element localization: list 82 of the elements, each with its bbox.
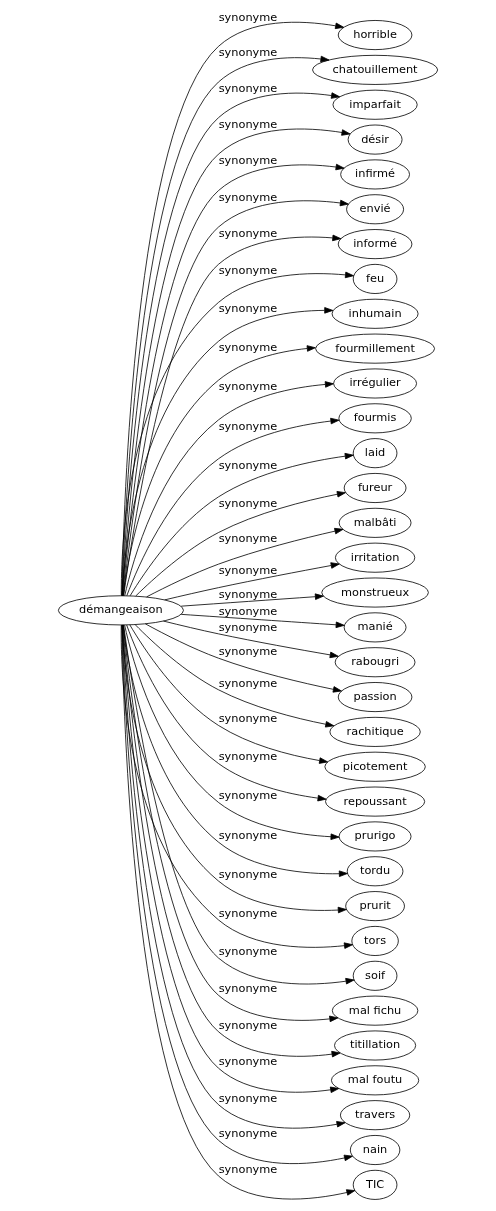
arrow bbox=[124, 624, 340, 840]
node-ellipse: horrible bbox=[337, 20, 413, 51]
arrow bbox=[163, 620, 339, 659]
node-ellipse: envié bbox=[346, 194, 404, 225]
edge-label: synonyme bbox=[218, 1017, 278, 1032]
edge-label: synonyme bbox=[218, 788, 278, 803]
node-ellipse: désir bbox=[347, 124, 403, 155]
edge-label: synonyme bbox=[218, 828, 278, 843]
node-ellipse: démangeaison bbox=[57, 595, 184, 626]
node-ellipse: rabougri bbox=[334, 647, 416, 678]
edge-label: synonyme bbox=[218, 905, 278, 920]
edge-label: synonyme bbox=[218, 981, 278, 996]
edge-label: synonyme bbox=[218, 153, 278, 168]
node-ellipse: tordu bbox=[346, 856, 404, 887]
arrow bbox=[121, 307, 334, 596]
edge-label: synonyme bbox=[218, 866, 278, 881]
node-ellipse: picotement bbox=[324, 751, 426, 782]
edge-label: synonyme bbox=[218, 1054, 278, 1069]
edge-label: synonyme bbox=[218, 603, 278, 618]
arrow bbox=[180, 593, 324, 607]
node-ellipse: TIC bbox=[352, 1169, 398, 1200]
node-ellipse: nain bbox=[349, 1135, 401, 1165]
edge-label: synonyme bbox=[218, 418, 278, 433]
node-ellipse: fourmillement bbox=[315, 333, 435, 364]
arrow bbox=[135, 624, 335, 728]
node-ellipse: rachitique bbox=[329, 716, 421, 747]
edge-label: synonyme bbox=[218, 263, 278, 278]
arrow bbox=[120, 271, 354, 596]
node-ellipse: manié bbox=[343, 612, 407, 643]
arrow bbox=[129, 624, 329, 764]
node-ellipse: monstrueux bbox=[321, 577, 429, 608]
node-ellipse: passion bbox=[337, 682, 413, 713]
arrow bbox=[146, 527, 344, 598]
node-ellipse: irritation bbox=[335, 542, 416, 573]
edge-label: synonyme bbox=[218, 1161, 278, 1176]
arrow bbox=[124, 381, 334, 597]
edge-label: synonyme bbox=[218, 45, 278, 60]
edge-label: synonyme bbox=[218, 116, 278, 131]
edge-label: synonyme bbox=[218, 711, 278, 726]
edge-label: synonyme bbox=[218, 749, 278, 764]
node-ellipse: fourmis bbox=[338, 403, 412, 434]
node-ellipse: fureur bbox=[343, 473, 407, 503]
edge-label: synonyme bbox=[218, 225, 278, 240]
node-ellipse: prurigo bbox=[338, 821, 412, 852]
edge-label: synonyme bbox=[218, 586, 278, 601]
edge-label: synonyme bbox=[218, 189, 278, 204]
node-ellipse: travers bbox=[340, 1100, 411, 1131]
node-ellipse: irrégulier bbox=[333, 368, 417, 399]
edge-label: synonyme bbox=[218, 619, 278, 634]
node-ellipse: prurit bbox=[345, 891, 405, 922]
arrow bbox=[144, 623, 342, 693]
node-ellipse: inhumain bbox=[331, 298, 419, 329]
edge-label: synonyme bbox=[218, 301, 278, 316]
edge-label: synonyme bbox=[218, 531, 278, 546]
node-ellipse: feu bbox=[352, 263, 398, 294]
node-ellipse: titillation bbox=[334, 1030, 417, 1061]
edge-label: synonyme bbox=[218, 1126, 278, 1141]
edge-label: synonyme bbox=[218, 943, 278, 958]
arrow bbox=[126, 624, 327, 802]
node-ellipse: malbâti bbox=[338, 507, 412, 538]
edge-label: synonyme bbox=[218, 644, 278, 659]
arrow bbox=[122, 345, 316, 597]
node-ellipse: soif bbox=[352, 960, 398, 991]
edge-label: synonyme bbox=[218, 340, 278, 355]
edge-label: synonyme bbox=[218, 80, 278, 95]
node-ellipse: informé bbox=[337, 229, 413, 260]
edge-label: synonyme bbox=[218, 675, 278, 690]
arrow bbox=[126, 417, 340, 597]
node-ellipse: infirmé bbox=[340, 159, 410, 190]
arrow bbox=[129, 452, 354, 597]
node-ellipse: tors bbox=[351, 925, 399, 956]
edge-label: synonyme bbox=[218, 9, 278, 24]
arrow bbox=[164, 562, 340, 601]
node-ellipse: laid bbox=[352, 438, 398, 469]
edge-label: synonyme bbox=[218, 457, 278, 472]
edge-label: synonyme bbox=[218, 379, 278, 394]
edge-label: synonyme bbox=[218, 563, 278, 578]
edge-label: synonyme bbox=[218, 1090, 278, 1105]
arrow bbox=[135, 491, 346, 597]
node-ellipse: repoussant bbox=[325, 786, 426, 817]
arrow bbox=[180, 613, 345, 629]
edge-label: synonyme bbox=[218, 495, 278, 510]
